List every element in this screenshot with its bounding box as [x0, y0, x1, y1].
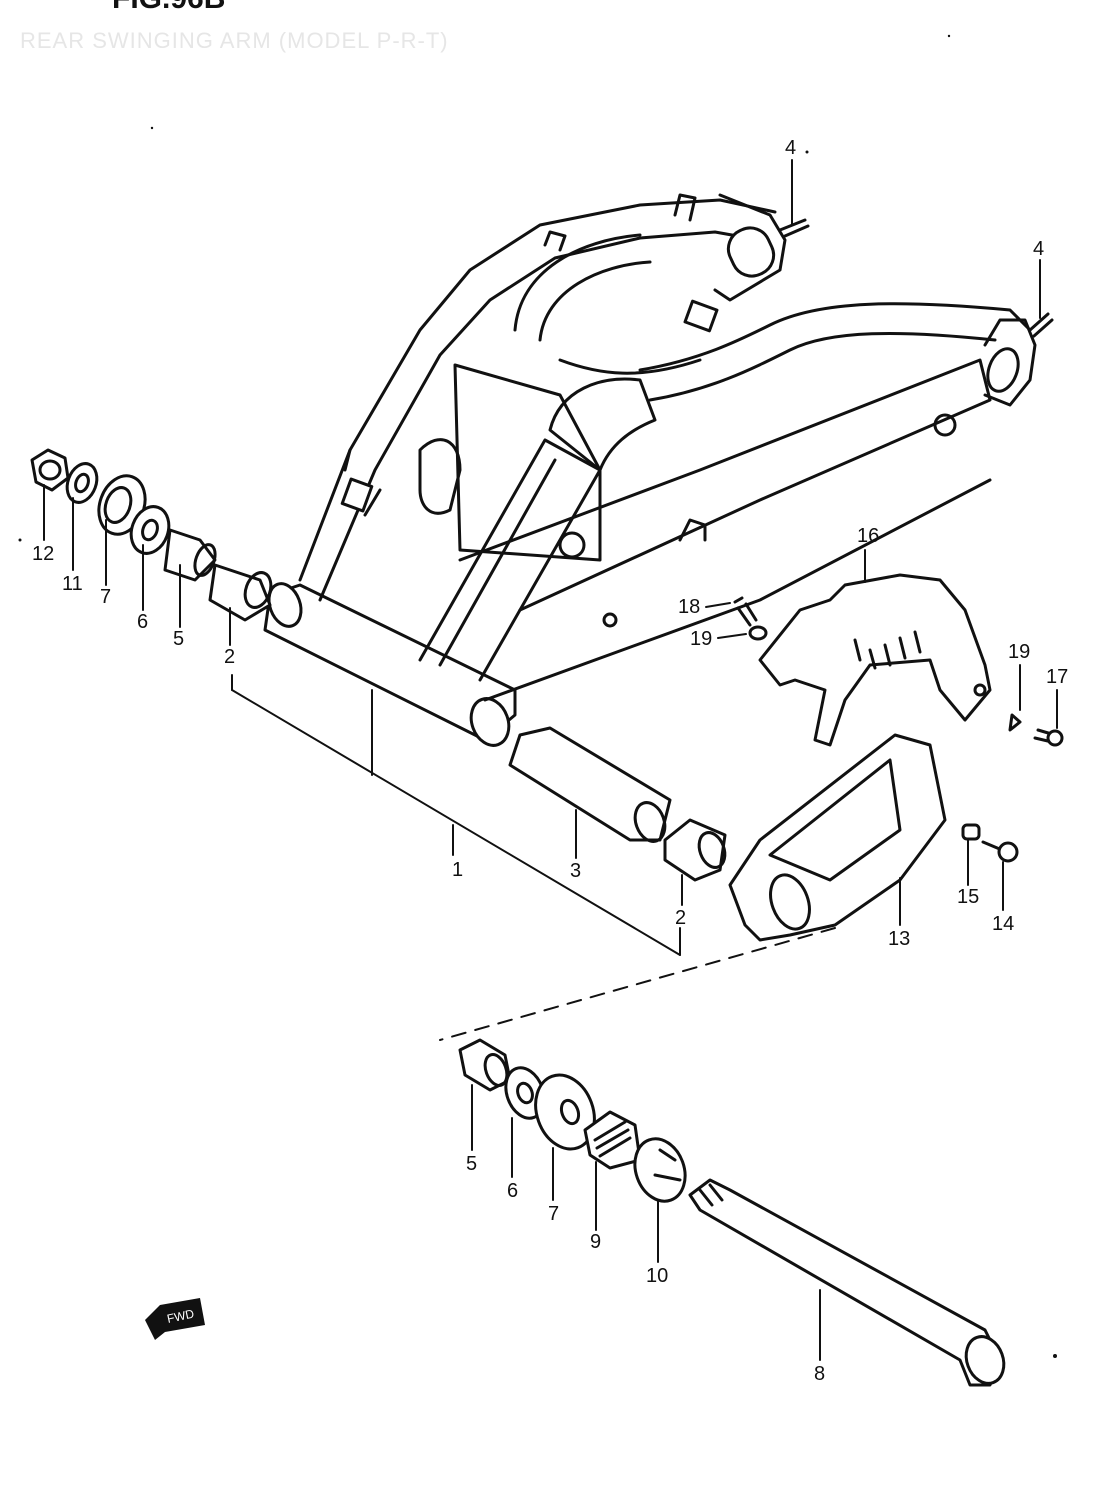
forward-arrow-icon: FWD — [145, 1298, 205, 1340]
figure-subtitle: REAR SWINGING ARM (MODEL P-R-T) — [20, 28, 449, 53]
callout-5-left: 5 — [173, 628, 184, 650]
callout-10: 10 — [646, 1265, 668, 1287]
part-19-washer-upper — [748, 625, 768, 641]
callout-2-left: 2 — [224, 646, 235, 668]
part-18-screw — [733, 596, 758, 627]
callout-19-right: 19 — [1008, 641, 1030, 663]
callout-9: 9 — [590, 1231, 601, 1253]
callout-16: 16 — [857, 525, 879, 547]
part-2-bearing-right — [663, 818, 727, 882]
callout-1: 1 — [452, 859, 463, 881]
part-8-axle — [688, 1178, 1006, 1387]
callout-4-upper: 4 — [785, 137, 796, 159]
fwd-label: FWD — [166, 1306, 196, 1325]
callout-7-left: 7 — [100, 586, 111, 608]
axle-leader-line — [439, 927, 836, 1041]
bolt-upper-right — [1028, 312, 1054, 338]
callout-5-right: 5 — [466, 1153, 477, 1175]
callout-11: 11 — [62, 573, 83, 595]
figure-title: FIG.96B — [112, 0, 225, 15]
callout-6-right: 6 — [507, 1180, 518, 1202]
bolt-upper-left — [778, 218, 810, 238]
part-15-collar-small — [961, 823, 981, 841]
part-14-bolt — [981, 840, 1019, 863]
callout-4-right: 4 — [1033, 238, 1044, 260]
scan-specks — [18, 34, 1057, 1358]
callout-14: 14 — [992, 913, 1014, 935]
part-7-seal-right — [534, 1073, 596, 1151]
part-6-washer-left — [129, 505, 171, 555]
part-19-washer-lower — [1008, 713, 1022, 732]
leader-lines — [43, 159, 1058, 1361]
part-17-screw — [1033, 728, 1064, 747]
part-3-spacer — [508, 726, 672, 843]
callout-3: 3 — [570, 860, 581, 882]
part-5-collar-right — [458, 1038, 512, 1092]
callout-7-right: 7 — [548, 1203, 559, 1225]
callout-labels: 1 2 2 3 4 4 5 5 6 6 7 7 8 9 10 11 12 13 … — [32, 137, 1068, 1385]
part-16-chain-guard — [758, 573, 992, 747]
part-12-nut — [30, 448, 70, 492]
callout-15: 15 — [957, 886, 979, 908]
callout-12: 12 — [32, 543, 54, 565]
part-5-collar-left — [163, 528, 217, 582]
callout-17: 17 — [1046, 666, 1068, 688]
callout-19-upper: 19 — [690, 628, 712, 650]
callout-18: 18 — [678, 596, 700, 618]
callout-6-left: 6 — [137, 611, 148, 633]
part-13-chain-case — [728, 733, 947, 942]
part-2-bearing-left — [208, 563, 273, 622]
part-11-washer — [65, 462, 99, 504]
callout-2-right: 2 — [675, 907, 686, 929]
swing-arm-body — [263, 193, 1037, 747]
callout-8: 8 — [814, 1363, 825, 1385]
part-10-lock-nut — [633, 1137, 687, 1203]
callout-13: 13 — [888, 928, 910, 950]
